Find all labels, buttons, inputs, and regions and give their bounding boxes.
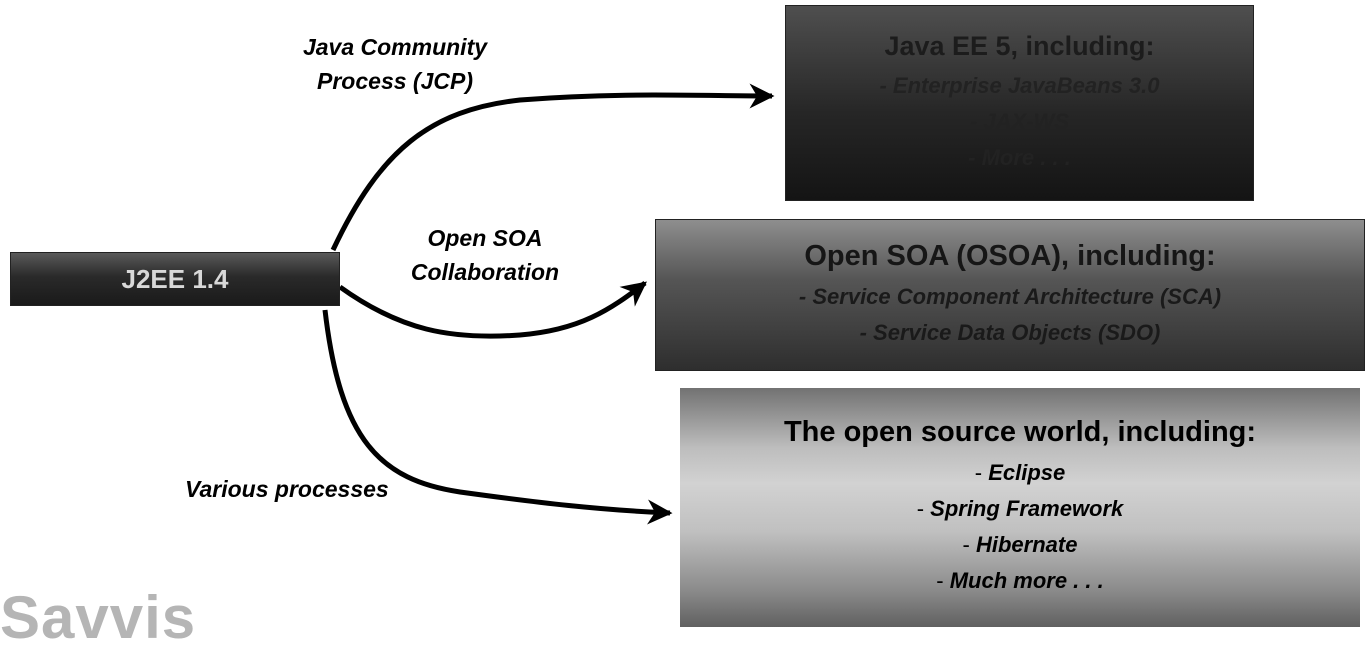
osoa-item: - Service Component Architecture (SCA) [798,283,1222,309]
oss-item-name: Eclipse [988,460,1066,485]
oss-title: The open source world, including: [783,416,1257,448]
label-jcp-line2: Process (JCP) [317,68,473,94]
javaee-item: - Enterprise JavaBeans 3.0 [879,72,1160,98]
javaee-item: - More . . . [968,144,1071,170]
oss-item-dash: - [974,460,989,485]
osoa-title: Open SOA (OSOA), including: [804,239,1216,272]
target-box-open-source: The open source world, including: - Ecli… [680,388,1360,627]
oss-item-name: Hibernate [975,532,1078,557]
target-box-osoa: Open SOA (OSOA), including: - Service Co… [655,219,1365,371]
arrows-layer [322,83,775,525]
oss-item-dash: - [962,532,976,557]
diagram-canvas: J2EE 1.4 Java Community Process (JCP) Op… [0,5,1365,648]
arrow-to-javaee [330,83,775,252]
javaee-title: Java EE 5, including: [884,30,1155,61]
label-jcp: Java Community Process (JCP) [245,30,545,98]
oss-item-name: Spring Framework [930,496,1124,521]
arrow-to-oss [322,309,673,525]
oss-item: - Spring Framework [917,496,1124,522]
source-box-j2ee: J2EE 1.4 [10,252,340,306]
label-jcp-line1: Java Community [302,34,488,60]
javaee-item: - JAX-WS [970,108,1069,134]
watermark-logo: Savvis [0,584,197,651]
osoa-item: - Service Data Objects (SDO) [859,319,1161,345]
oss-item-dash: - [936,568,950,593]
target-box-javaee: Java EE 5, including: - Enterprise JavaB… [785,5,1254,201]
oss-item: - Much more . . . [936,568,1103,594]
label-osoa-line2: Collaboration [410,259,560,285]
oss-item: - Eclipse [975,460,1066,486]
label-various-processes: Various processes [185,476,389,502]
oss-item-dash: - [916,496,931,521]
oss-item: - Hibernate [963,532,1078,558]
source-label: J2EE 1.4 [121,263,229,294]
label-osoa: Open SOA Collaboration [375,221,595,289]
label-osoa-line1: Open SOA [427,225,543,251]
arrow-to-osoa [338,281,647,339]
oss-item-name: Much more . . . [949,568,1104,593]
